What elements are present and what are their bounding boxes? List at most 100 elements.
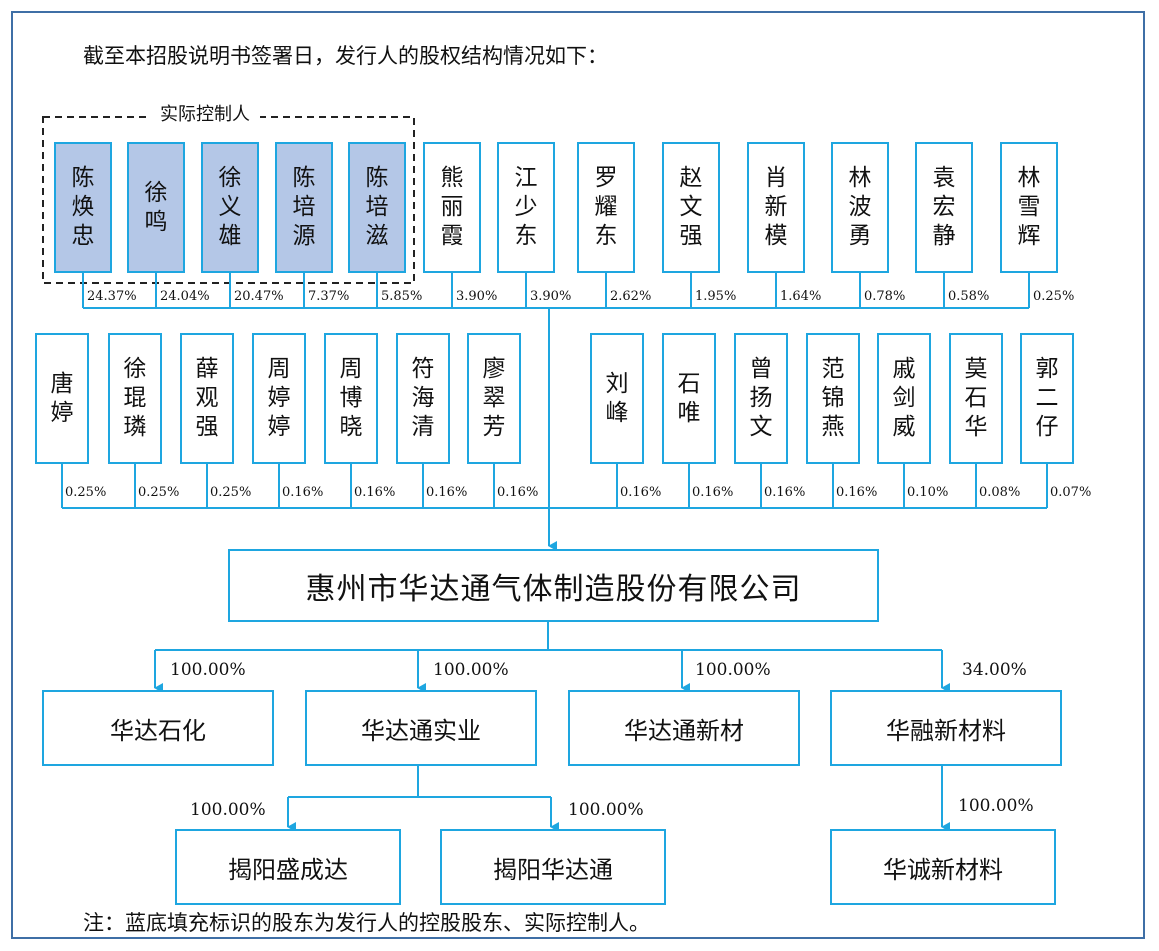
shareholder-box: 林 波 勇 xyxy=(831,142,889,273)
shareholding-pct: 0.16% xyxy=(692,485,734,500)
subsidiary-pct: 100.00% xyxy=(433,660,509,680)
subsidiary-box: 华达石化 xyxy=(42,690,274,766)
shareholding-pct: 0.16% xyxy=(282,485,324,500)
subsidiary-box: 揭阳华达通 xyxy=(440,829,666,905)
shareholder-box: 周 博 晓 xyxy=(324,333,378,464)
subsidiary-name: 揭阳盛成达 xyxy=(228,855,348,884)
shareholder-box: 刘 峰 xyxy=(590,333,644,464)
shareholding-pct: 20.47% xyxy=(234,289,284,304)
shareholding-pct: 0.16% xyxy=(354,485,396,500)
shareholding-pct: 0.08% xyxy=(979,485,1021,500)
controller-group-label: 实际控制人 xyxy=(150,100,260,126)
subsidiary-pct: 100.00% xyxy=(958,796,1034,816)
shareholder-name: 肖 新 模 xyxy=(764,165,788,249)
shareholding-pct: 0.25% xyxy=(138,485,180,500)
shareholder-name: 陈 焕 忠 xyxy=(71,165,95,249)
shareholding-pct: 0.10% xyxy=(907,485,949,500)
shareholder-box: 符 海 清 xyxy=(396,333,450,464)
shareholder-name: 廖 翠 芳 xyxy=(482,356,506,440)
shareholder-box: 莫 石 华 xyxy=(949,333,1003,464)
shareholder-box: 郭 二 仔 xyxy=(1020,333,1074,464)
subsidiary-name: 华达通实业 xyxy=(361,716,481,745)
shareholder-name: 周 婷 婷 xyxy=(267,356,291,440)
subsidiary-pct: 100.00% xyxy=(190,800,266,820)
shareholder-name: 薛 观 强 xyxy=(195,356,219,440)
shareholder-box: 陈 培 滋 xyxy=(348,142,406,273)
subsidiary-box: 华达通实业 xyxy=(305,690,537,766)
shareholding-pct: 24.04% xyxy=(160,289,210,304)
shareholding-pct: 0.25% xyxy=(210,485,252,500)
shareholder-name: 林 波 勇 xyxy=(848,165,872,249)
shareholding-pct: 0.07% xyxy=(1050,485,1092,500)
subsidiary-box: 揭阳盛成达 xyxy=(175,829,401,905)
subsidiary-name: 华达石化 xyxy=(110,716,206,745)
shareholder-name: 曾 扬 文 xyxy=(749,356,773,440)
shareholder-box: 周 婷 婷 xyxy=(252,333,306,464)
diagram-frame xyxy=(11,11,1145,939)
shareholder-box: 廖 翠 芳 xyxy=(467,333,521,464)
shareholder-name: 戚 剑 威 xyxy=(892,356,916,440)
shareholding-pct: 3.90% xyxy=(456,289,498,304)
shareholder-box: 陈 焕 忠 xyxy=(54,142,112,273)
shareholder-box: 熊 丽 霞 xyxy=(423,142,481,273)
shareholding-pct: 0.16% xyxy=(426,485,468,500)
shareholder-box: 徐 鸣 xyxy=(127,142,185,273)
shareholder-name: 罗 耀 东 xyxy=(594,165,618,249)
shareholding-pct: 7.37% xyxy=(308,289,350,304)
shareholder-name: 袁 宏 静 xyxy=(932,165,956,249)
shareholder-name: 江 少 东 xyxy=(514,165,538,249)
intro-text: 截至本招股说明书签署日，发行人的股权结构情况如下： xyxy=(83,44,608,68)
shareholder-name: 徐 琨 璘 xyxy=(123,356,147,440)
shareholder-name: 陈 培 源 xyxy=(292,165,316,249)
shareholder-box: 范 锦 燕 xyxy=(806,333,860,464)
shareholder-name: 徐 鸣 xyxy=(144,179,168,235)
shareholding-pct: 0.25% xyxy=(65,485,107,500)
shareholding-pct: 0.58% xyxy=(948,289,990,304)
shareholder-name: 符 海 清 xyxy=(411,356,435,440)
subsidiary-pct: 100.00% xyxy=(568,800,644,820)
shareholder-box: 罗 耀 东 xyxy=(577,142,635,273)
subsidiary-box: 华融新材料 xyxy=(830,690,1062,766)
company-box: 惠州市华达通气体制造股份有限公司 xyxy=(228,549,879,622)
shareholding-pct: 0.16% xyxy=(497,485,539,500)
shareholder-box: 徐 琨 璘 xyxy=(108,333,162,464)
shareholder-name: 徐 义 雄 xyxy=(218,165,242,249)
shareholder-name: 石 唯 xyxy=(677,370,701,426)
shareholder-box: 戚 剑 威 xyxy=(877,333,931,464)
shareholding-pct: 0.25% xyxy=(1033,289,1075,304)
subsidiary-pct: 100.00% xyxy=(695,660,771,680)
shareholder-name: 范 锦 燕 xyxy=(821,356,845,440)
shareholder-box: 陈 培 源 xyxy=(275,142,333,273)
shareholding-pct: 0.16% xyxy=(764,485,806,500)
subsidiary-box: 华达通新材 xyxy=(568,690,800,766)
shareholder-box: 徐 义 雄 xyxy=(201,142,259,273)
shareholding-pct: 0.16% xyxy=(620,485,662,500)
shareholder-name: 周 博 晓 xyxy=(339,356,363,440)
shareholder-name: 熊 丽 霞 xyxy=(440,165,464,249)
subsidiary-pct: 100.00% xyxy=(170,660,246,680)
shareholding-pct: 1.64% xyxy=(780,289,822,304)
subsidiary-name: 华诚新材料 xyxy=(883,855,1003,884)
shareholder-name: 林 雪 辉 xyxy=(1017,165,1041,249)
footnote: 注：蓝底填充标识的股东为发行人的控股股东、实际控制人。 xyxy=(83,911,650,935)
shareholder-name: 陈 培 滋 xyxy=(365,165,389,249)
subsidiary-name: 华达通新材 xyxy=(624,716,744,745)
shareholder-name: 唐 婷 xyxy=(50,370,74,426)
shareholder-box: 江 少 东 xyxy=(497,142,555,273)
shareholder-box: 赵 文 强 xyxy=(662,142,720,273)
shareholding-pct: 5.85% xyxy=(381,289,423,304)
shareholding-pct: 3.90% xyxy=(530,289,572,304)
subsidiary-name: 华融新材料 xyxy=(886,716,1006,745)
shareholding-pct: 24.37% xyxy=(87,289,137,304)
shareholder-name: 郭 二 仔 xyxy=(1035,356,1059,440)
shareholder-name: 赵 文 强 xyxy=(679,165,703,249)
shareholder-name: 莫 石 华 xyxy=(964,356,988,440)
shareholder-box: 唐 婷 xyxy=(35,333,89,464)
shareholder-name: 刘 峰 xyxy=(605,370,629,426)
subsidiary-name: 揭阳华达通 xyxy=(493,855,613,884)
shareholder-box: 曾 扬 文 xyxy=(734,333,788,464)
shareholder-box: 薛 观 强 xyxy=(180,333,234,464)
company-name: 惠州市华达通气体制造股份有限公司 xyxy=(305,571,802,607)
shareholder-box: 肖 新 模 xyxy=(747,142,805,273)
